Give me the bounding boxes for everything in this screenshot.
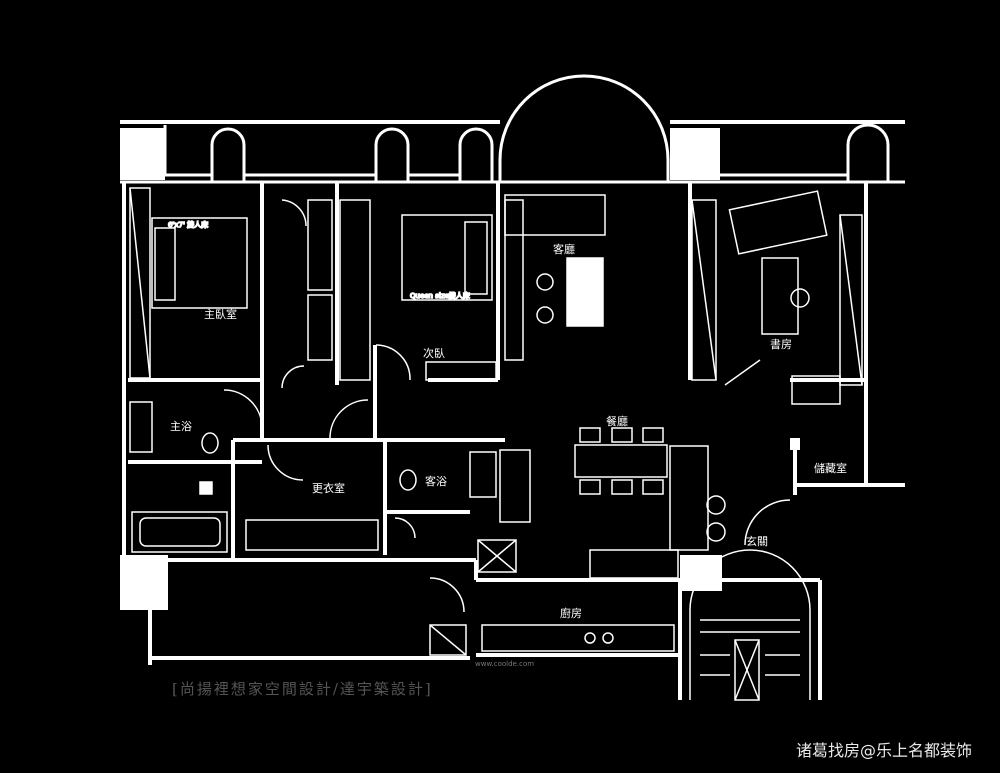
watermark: 诸葛找房@乐上名都装饰: [795, 741, 972, 760]
master-bed: 6'x7' 雙人床: [151, 217, 248, 309]
fixtures: [129, 401, 726, 656]
room-labels: 主臥室 次臥 客廳 書房 餐廳 主浴 更衣室 客浴 儲藏室 玄關 廚房: [170, 242, 847, 620]
label-dining: 餐廳: [606, 414, 628, 428]
dining-set: [574, 427, 668, 495]
credit-text: [尚揚裡想家空間設計/達宇築設計]: [172, 680, 433, 698]
queen-bed-label: Queen size雙人床: [410, 291, 470, 300]
label-bedroom2: 次臥: [423, 346, 445, 360]
label-study: 書房: [770, 337, 792, 351]
columns: [120, 128, 800, 610]
label-storage: 儲藏室: [814, 461, 847, 475]
walls: [120, 120, 905, 700]
staircase: [689, 549, 811, 701]
label-master-bedroom: 主臥室: [204, 307, 237, 321]
study-furniture: [728, 190, 828, 335]
label-master-bath: 主浴: [170, 420, 192, 433]
king-bed-label: 6'x7' 雙人床: [168, 220, 208, 229]
living-furniture: [504, 194, 606, 361]
doors: [223, 199, 791, 613]
label-walk-in-closet: 更衣室: [312, 481, 345, 495]
website-text: www.coolde.com: [475, 660, 534, 668]
label-guest-bath: 客浴: [425, 474, 447, 488]
label-living-room: 客廳: [553, 242, 575, 256]
wardrobes: [129, 187, 863, 579]
second-bed: Queen size雙人床: [401, 214, 493, 301]
bay-windows: [163, 74, 890, 182]
label-kitchen: 廚房: [560, 606, 582, 620]
label-entrance: 玄關: [746, 534, 768, 548]
